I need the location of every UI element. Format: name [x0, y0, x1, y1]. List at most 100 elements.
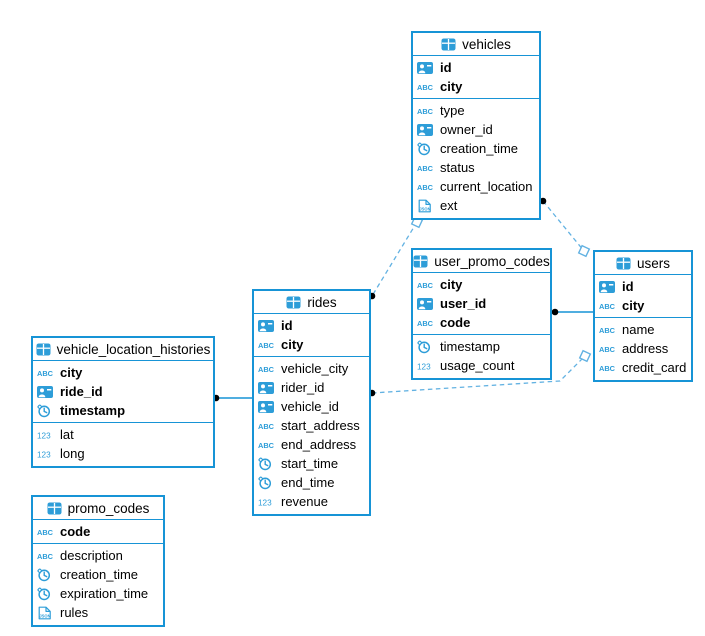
- key-separator: [254, 356, 369, 357]
- table-title: rides: [307, 294, 337, 310]
- svg-text:ABC: ABC: [258, 341, 275, 350]
- svg-text:ABC: ABC: [258, 441, 275, 450]
- id-icon: [258, 400, 276, 413]
- column-label: owner_id: [440, 122, 493, 137]
- column-row-end_time[interactable]: end_time: [254, 473, 369, 492]
- column-label: credit_card: [622, 360, 687, 375]
- table-header[interactable]: vehicle_location_histories: [33, 338, 213, 361]
- column-label: city: [60, 365, 83, 380]
- column-row-id[interactable]: id: [413, 58, 539, 77]
- id-icon: [417, 61, 435, 74]
- svg-text:123: 123: [37, 450, 51, 459]
- svg-text:ABC: ABC: [417, 164, 434, 173]
- abc-icon: ABC: [258, 364, 276, 374]
- clock-icon: [37, 568, 55, 582]
- column-row-revenue[interactable]: 123 revenue: [254, 492, 369, 511]
- column-label: city: [440, 79, 463, 94]
- key-separator: [595, 317, 691, 318]
- key-separator: [413, 98, 539, 99]
- column-row-vehicle_id[interactable]: vehicle_id: [254, 397, 369, 416]
- column-row-timestamp[interactable]: timestamp: [413, 337, 550, 356]
- num-icon: 123: [37, 449, 55, 459]
- table-icon: [616, 257, 632, 270]
- table-header[interactable]: rides: [254, 291, 369, 314]
- column-row-start_time[interactable]: start_time: [254, 454, 369, 473]
- column-row-creation_time[interactable]: creation_time: [33, 565, 163, 584]
- column-row-timestamp[interactable]: timestamp: [33, 401, 213, 420]
- abc-icon: ABC: [417, 82, 435, 92]
- abc-icon: ABC: [417, 280, 435, 290]
- column-row-user_id[interactable]: user_id: [413, 294, 550, 313]
- column-label: status: [440, 160, 475, 175]
- num-icon: 123: [37, 430, 55, 440]
- column-label: creation_time: [60, 567, 139, 582]
- abc-icon: ABC: [258, 340, 276, 350]
- column-label: vehicle_city: [281, 361, 349, 376]
- column-label: revenue: [281, 494, 328, 509]
- relation-vehicle_location_histories-rides[interactable]: [212, 394, 252, 402]
- num-icon: 123: [258, 497, 276, 507]
- column-row-ride_id[interactable]: ride_id: [33, 382, 213, 401]
- svg-text:123: 123: [417, 362, 431, 371]
- column-row-creation_time[interactable]: creation_time: [413, 139, 539, 158]
- id-icon: [417, 123, 435, 136]
- column-row-id[interactable]: id: [595, 277, 691, 296]
- column-row-id[interactable]: id: [254, 316, 369, 335]
- relation-line[interactable]: [542, 200, 585, 252]
- column-label: start_address: [281, 418, 360, 433]
- relation-user_promo_codes-users[interactable]: [551, 308, 593, 316]
- column-row-rider_id[interactable]: rider_id: [254, 378, 369, 397]
- svg-text:123: 123: [258, 498, 272, 507]
- column-label: id: [281, 318, 293, 333]
- table-header[interactable]: promo_codes: [33, 497, 163, 520]
- column-row-start_address[interactable]: ABC start_address: [254, 416, 369, 435]
- table-header[interactable]: users: [595, 252, 691, 275]
- id-icon: [37, 385, 55, 398]
- column-label: end_address: [281, 437, 357, 452]
- column-row-expiration_time[interactable]: expiration_time: [33, 584, 163, 603]
- column-label: city: [622, 298, 645, 313]
- column-row-owner_id[interactable]: owner_id: [413, 120, 539, 139]
- table-icon: [47, 502, 63, 515]
- table-header[interactable]: vehicles: [413, 33, 539, 56]
- column-label: id: [622, 279, 634, 294]
- key-separator: [33, 422, 213, 423]
- column-row-city[interactable]: ABC city: [413, 77, 539, 96]
- column-row-end_address[interactable]: ABC end_address: [254, 435, 369, 454]
- table-header[interactable]: user_promo_codes: [413, 250, 550, 273]
- column-label: creation_time: [440, 141, 519, 156]
- abc-icon: ABC: [258, 421, 276, 431]
- relation-endpoint-diamond: [578, 349, 592, 363]
- column-label: address: [622, 341, 669, 356]
- column-row-vehicle_city[interactable]: ABC vehicle_city: [254, 359, 369, 378]
- column-row-status[interactable]: ABC status: [413, 158, 539, 177]
- column-label: ext: [440, 198, 458, 213]
- abc-icon: ABC: [258, 440, 276, 450]
